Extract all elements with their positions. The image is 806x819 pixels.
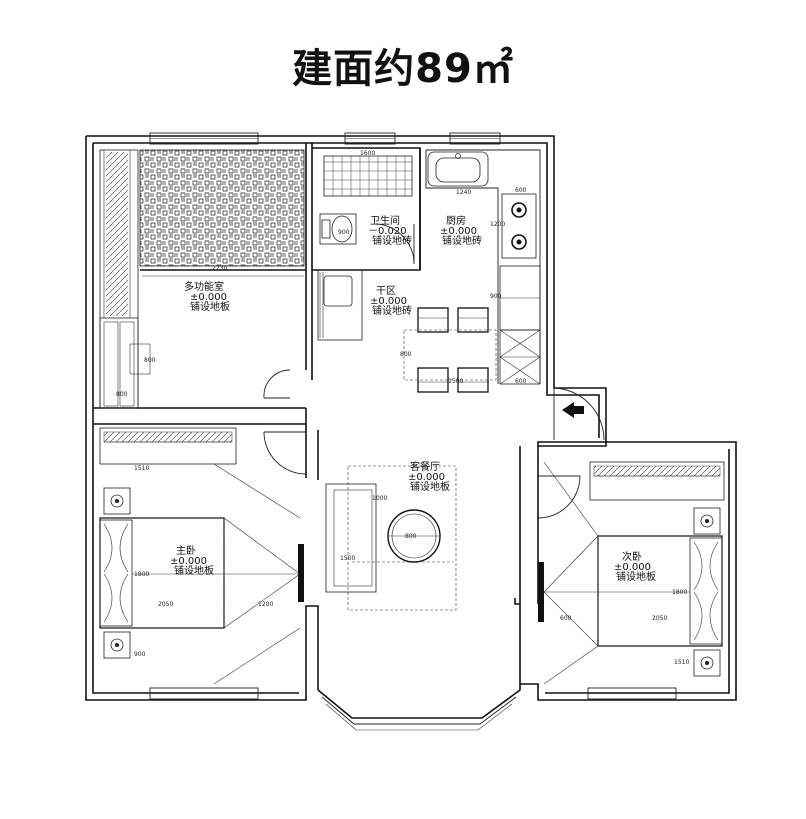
second-bedroom	[537, 461, 725, 685]
entry-door	[553, 387, 605, 441]
living-room	[263, 431, 457, 611]
label-master-bedroom: 主卧	[176, 544, 196, 557]
dim-label: 800	[400, 351, 412, 358]
dim-label: 800	[116, 391, 128, 398]
master-bedroom	[99, 427, 304, 685]
dining-table	[403, 307, 497, 393]
dim-label: 600	[515, 187, 527, 194]
dim-label: 900	[338, 229, 350, 236]
bathroom	[319, 155, 415, 264]
dim-label: 1510	[134, 465, 149, 472]
elev-multi-room: ±0.000	[190, 292, 227, 303]
dim-label: 1200	[490, 221, 505, 228]
label-second-bedroom: 次卧	[622, 550, 642, 563]
entry-arrow-icon	[562, 402, 584, 418]
dim-label: 600	[560, 615, 572, 622]
dim-label: 2050	[158, 601, 173, 608]
dim-label: 1600	[360, 150, 375, 157]
page-title: 建面约89㎡	[292, 46, 514, 92]
elev-second-bedroom: ±0.000	[614, 562, 651, 573]
kitchen	[425, 149, 541, 385]
label-multi-room: 多功能室	[184, 280, 224, 293]
label-kitchen: 厨房	[446, 214, 466, 227]
dim-label: 800	[144, 357, 156, 364]
dim-label: 900	[134, 651, 146, 658]
label-bathroom: 卫生间	[370, 214, 400, 227]
dim-label: 1500	[448, 378, 463, 385]
elev-kitchen: ±0.000	[440, 226, 477, 237]
dim-label: 1000	[372, 495, 387, 502]
room-labels: 多功能室 ±0.000 铺设地板 卫生间 －0.020 铺设地砖 厨房 ±0.0…	[170, 214, 656, 583]
dim-label: 1800	[134, 571, 149, 578]
windows	[149, 132, 677, 700]
floor-dry-area: 铺设地砖	[372, 304, 412, 317]
elev-bathroom: －0.020	[368, 226, 407, 237]
floor-bathroom: 铺设地砖	[372, 234, 412, 247]
dim-label: 1200	[258, 601, 273, 608]
elev-living-room: ±0.000	[408, 472, 445, 483]
elev-dry-area: ±0.000	[370, 296, 407, 307]
floor-living-room: 铺设地板	[410, 480, 450, 493]
label-dry-area: 干区	[376, 285, 396, 297]
floor-multi-room: 铺设地板	[190, 300, 230, 313]
floor-master-bedroom: 铺设地板	[174, 564, 214, 577]
floor-kitchen: 铺设地砖	[442, 234, 482, 247]
exterior-walls	[85, 135, 737, 731]
dim-label: 1800	[672, 589, 687, 596]
dim-label: 1240	[456, 189, 471, 196]
dim-label: 2730	[212, 265, 227, 272]
dim-label: 900	[490, 293, 502, 300]
multi-function-room	[99, 149, 305, 409]
dim-label: 800	[405, 533, 417, 540]
dimension-labels: 2730 1600 1240 600 1200 900 1500 600 800…	[116, 150, 689, 666]
dim-label: 1500	[340, 555, 355, 562]
label-living-room: 客餐厅	[410, 460, 440, 473]
elev-master-bedroom: ±0.000	[170, 556, 207, 567]
dry-area	[317, 269, 363, 341]
dim-label: 2050	[652, 615, 667, 622]
dim-label: 600	[515, 378, 527, 385]
floor-second-bedroom: 铺设地板	[616, 570, 656, 583]
dim-label: 1510	[674, 659, 689, 666]
